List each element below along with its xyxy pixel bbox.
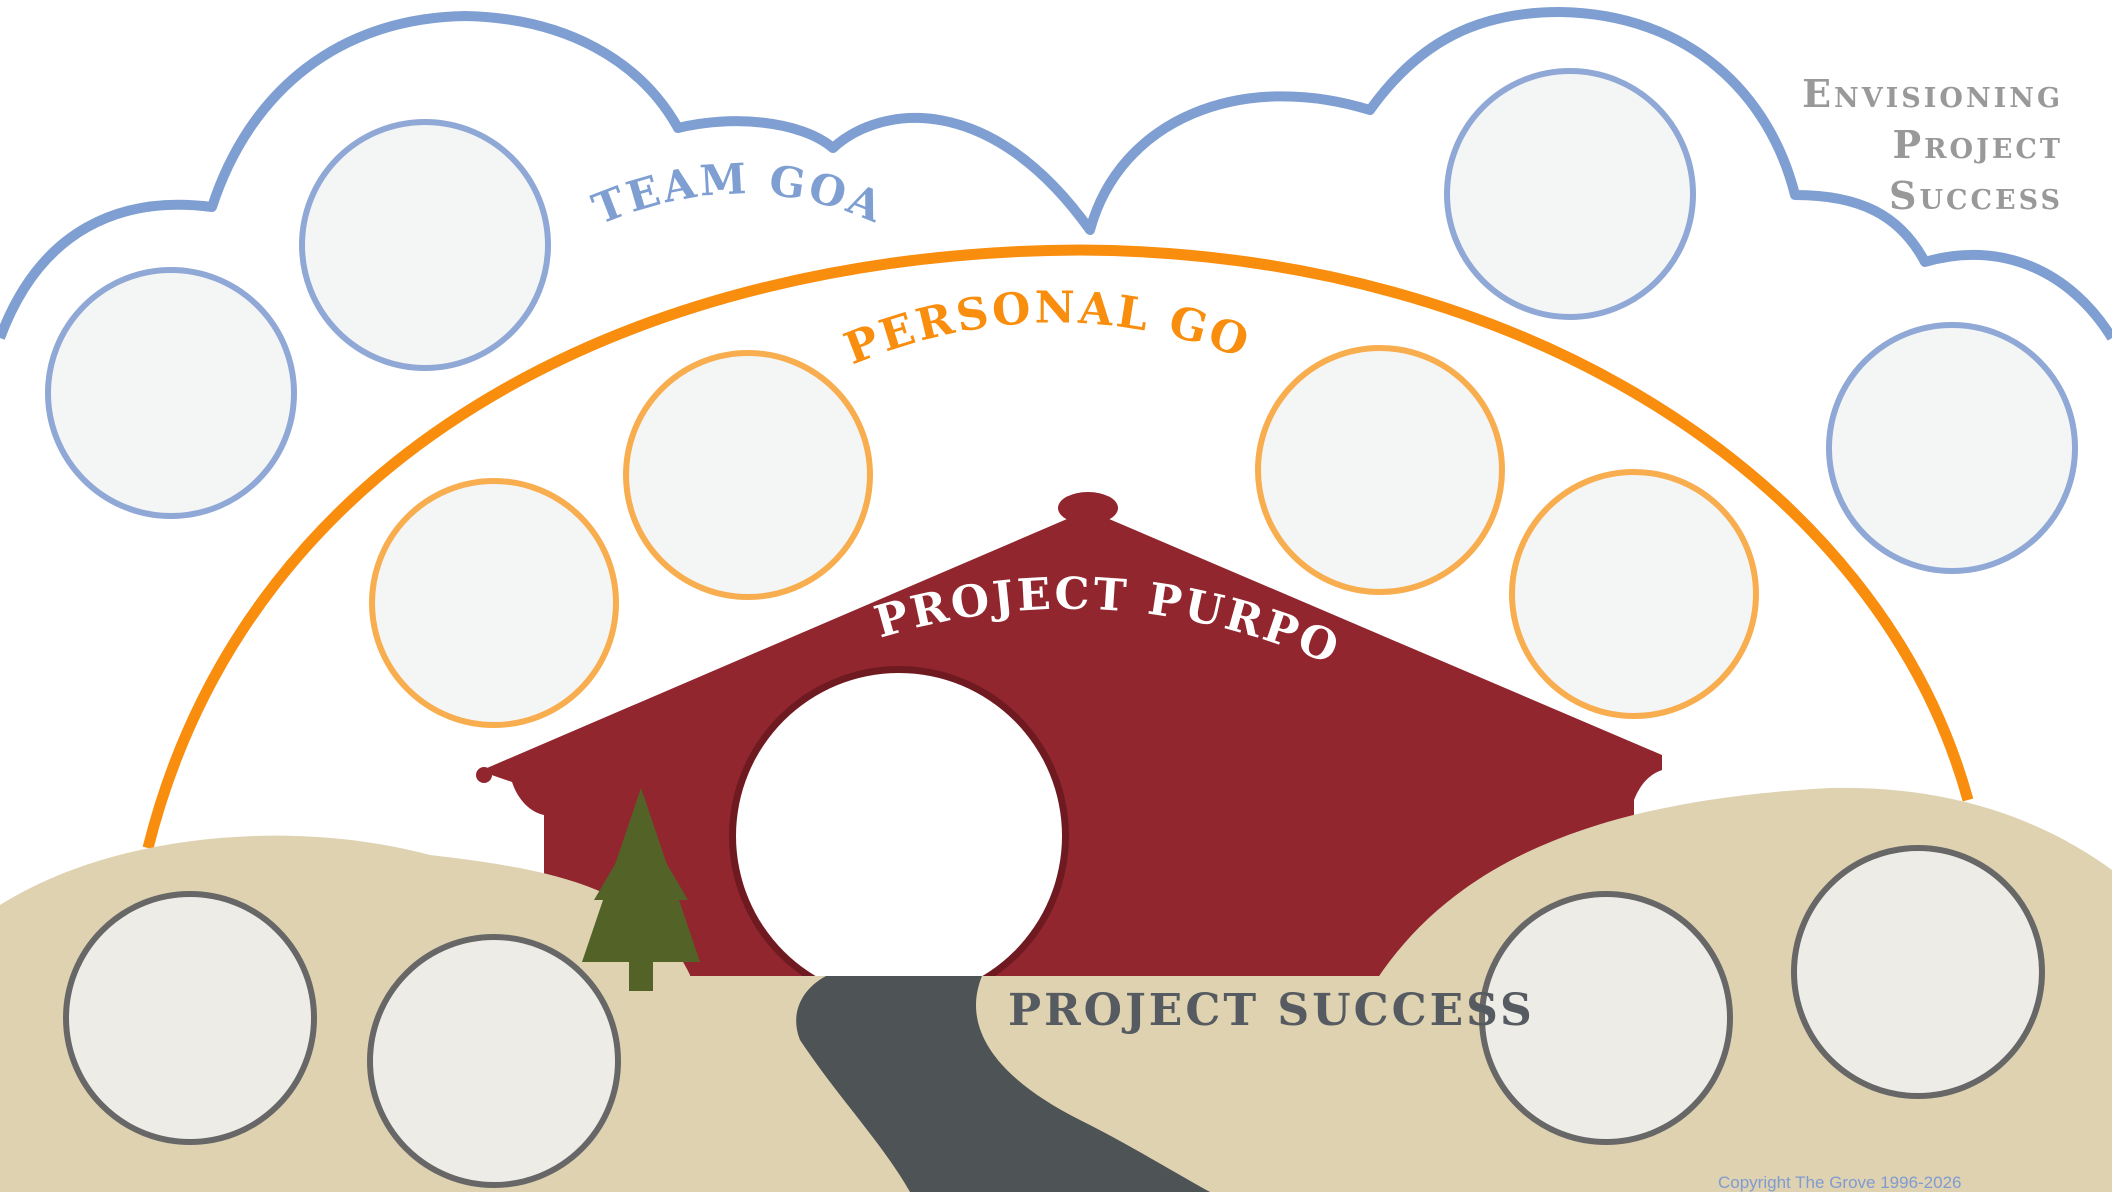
barn <box>476 492 1662 1006</box>
title-line-3: Success <box>1889 173 2063 218</box>
barn-eave-left <box>476 767 492 783</box>
project-success-slot[interactable] <box>1479 891 1733 1145</box>
project-success-label: PROJECT SUCCESS <box>1008 985 1535 1036</box>
personal-goal-slot[interactable] <box>369 478 619 728</box>
page-title: Envisioning Project Success <box>1802 68 2063 221</box>
personal-rainbow-arc <box>142 244 1974 850</box>
team-goal-slot[interactable] <box>45 267 297 519</box>
team-goal-slot[interactable] <box>1444 68 1696 320</box>
barn-roof-knob <box>1058 492 1118 524</box>
team-cloud-path <box>0 7 2112 341</box>
personal-goal-slot[interactable] <box>623 350 873 600</box>
personal-goal-slot[interactable] <box>1255 345 1505 595</box>
project-success-slot[interactable] <box>63 891 317 1145</box>
personal-goal-slot[interactable] <box>1509 469 1759 719</box>
title-line-1: Envisioning <box>1802 71 2063 116</box>
personal-goal-circles <box>369 345 1759 728</box>
project-success-slot[interactable] <box>367 934 621 1188</box>
road <box>796 976 1210 1192</box>
copyright-notice: Copyright The Grove 1996-2026 <box>1718 1173 1962 1192</box>
team-goal-slot[interactable] <box>1826 322 2078 574</box>
project-success-slot[interactable] <box>1791 845 2045 1099</box>
pine-tree <box>582 788 700 991</box>
team-goal-circles <box>45 68 2078 574</box>
title-line-2: Project <box>1892 122 2063 167</box>
barn-tunnel <box>736 673 1062 999</box>
project-success-circles <box>63 845 2045 1188</box>
team-goal-slot[interactable] <box>299 119 551 371</box>
